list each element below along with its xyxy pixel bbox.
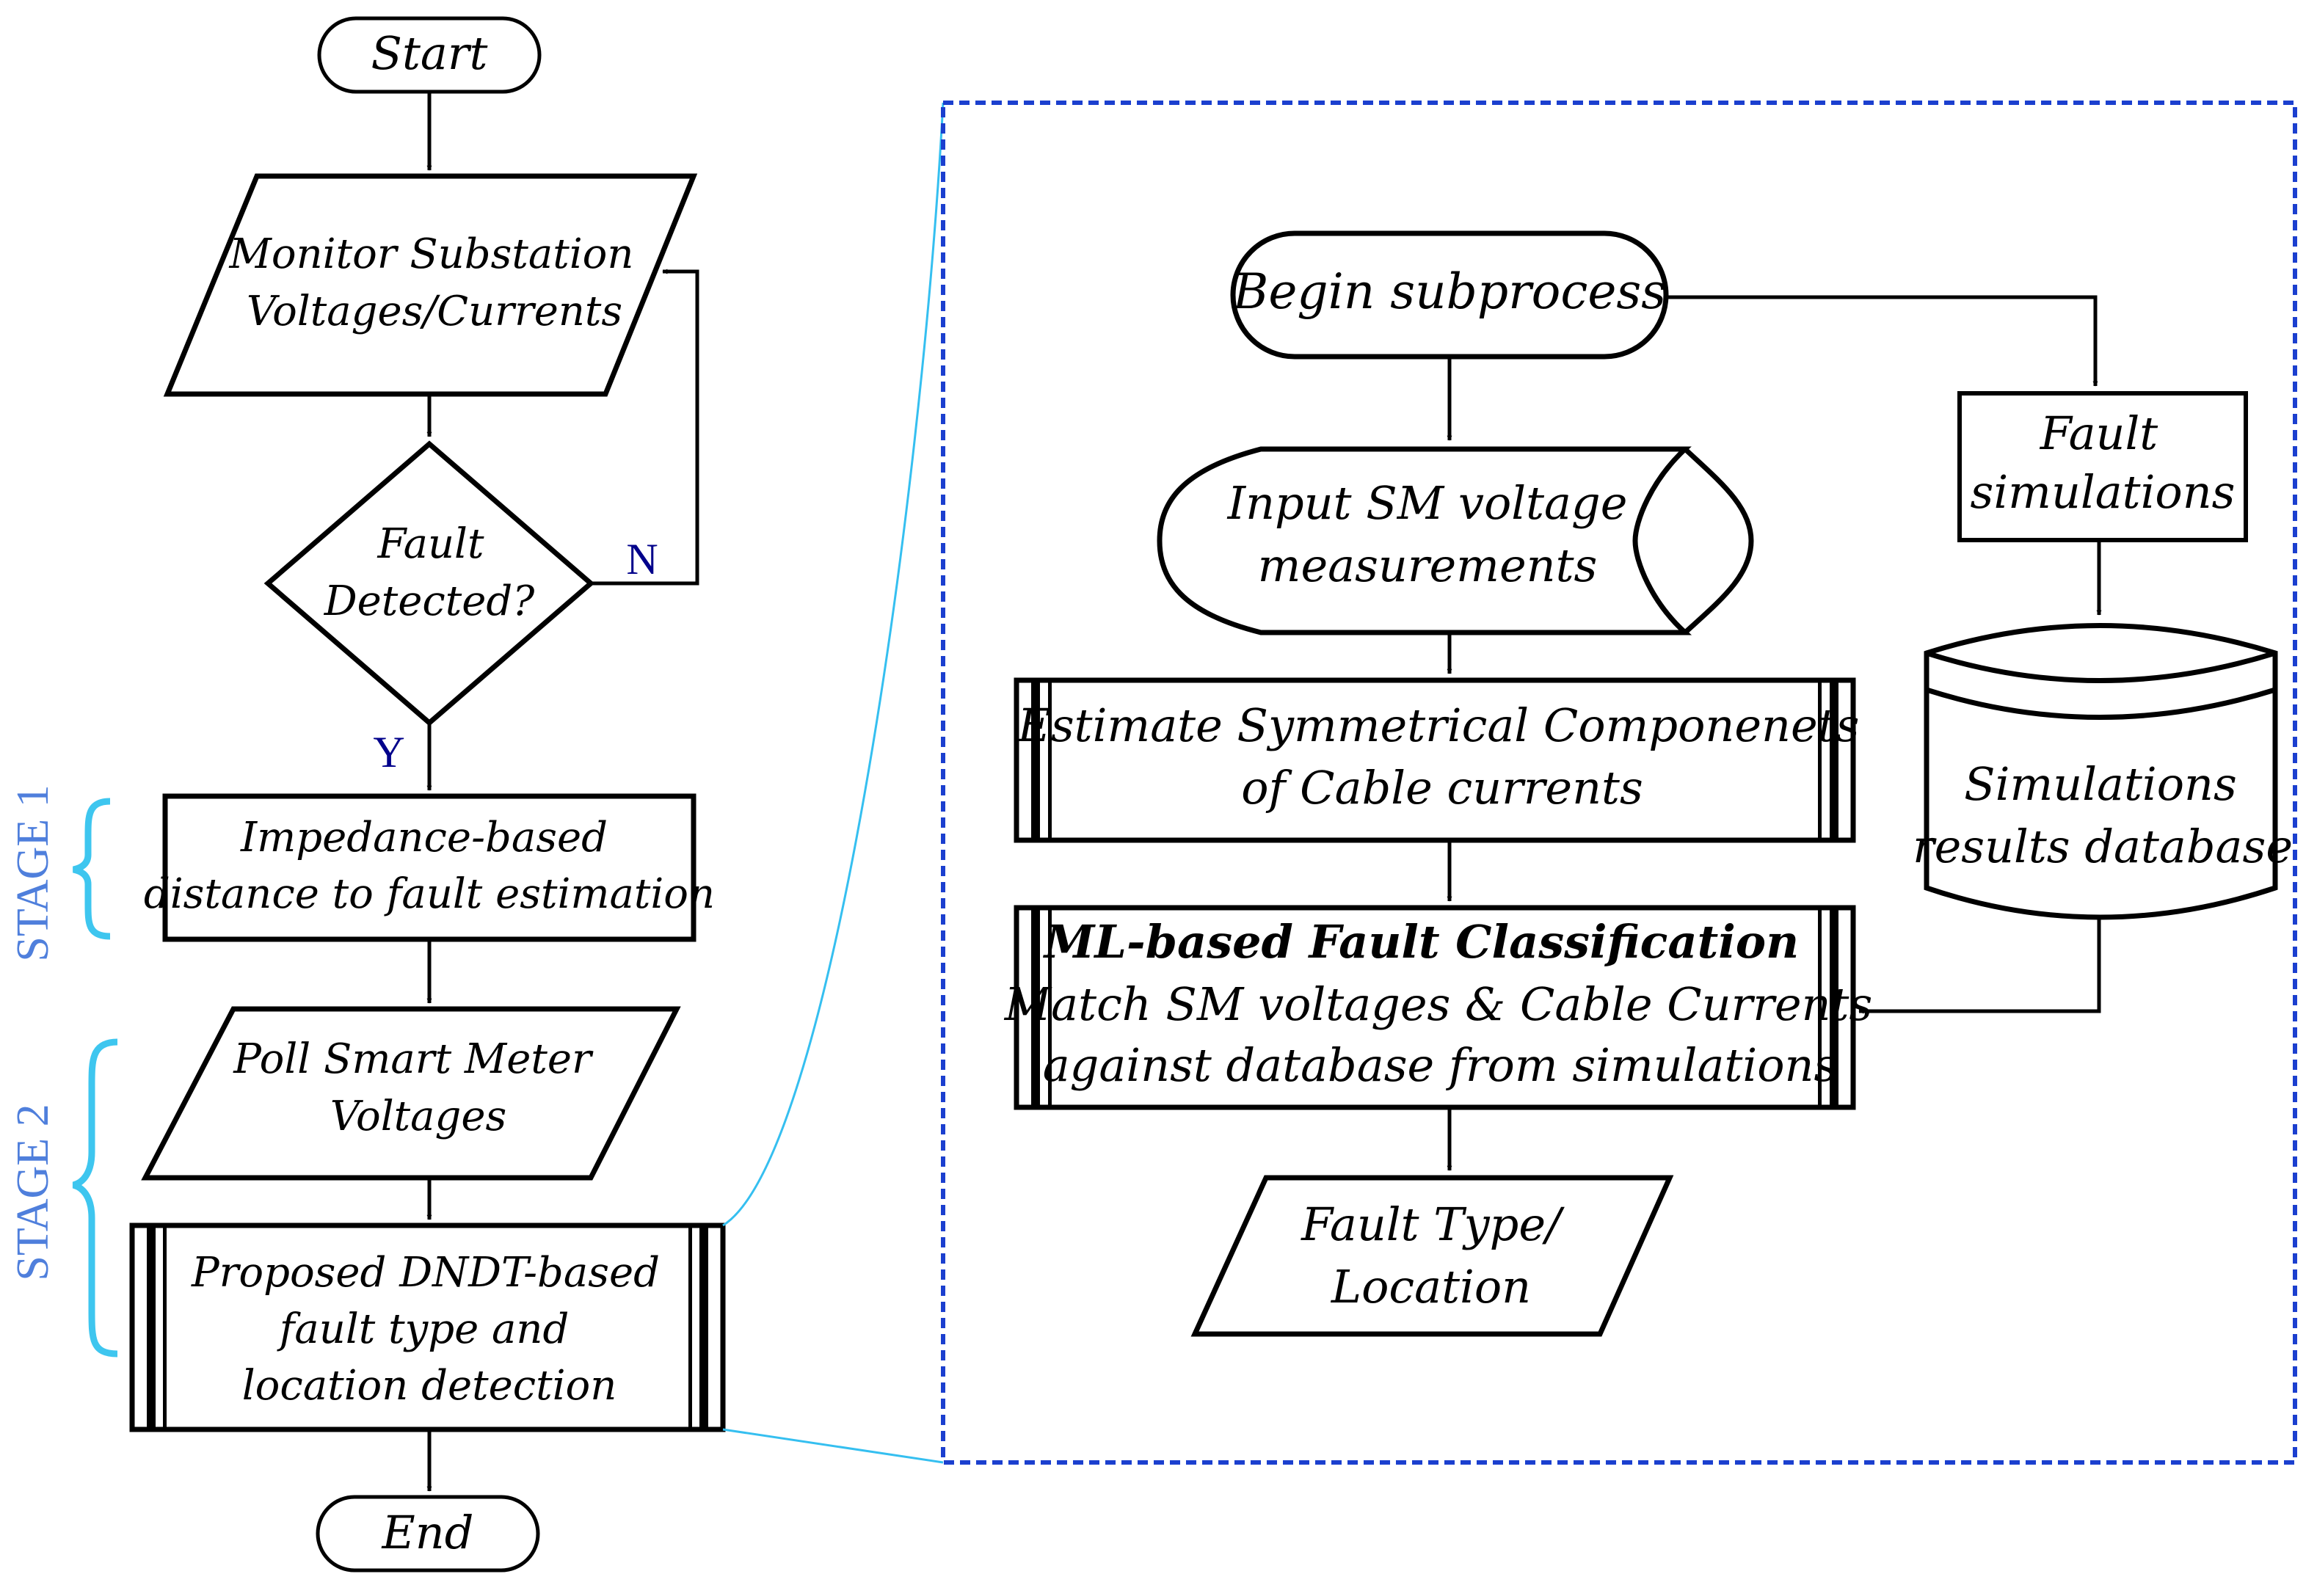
impedance-process-box: Impedance-based distance to fault estima… xyxy=(144,793,715,942)
stage1-brace xyxy=(72,798,111,940)
database-label-line2: results database xyxy=(1913,820,2293,873)
fault-sim-label-line1: Fault xyxy=(2040,407,2158,460)
dndt-label-line3: location detection xyxy=(242,1362,617,1410)
poll-label-line1: Poll Smart Meter xyxy=(233,1035,594,1083)
dndt-predefined-process: Proposed DNDT-based fault type and locat… xyxy=(129,1222,726,1432)
no-branch-label: N xyxy=(626,535,658,583)
begin-subprocess-label: Begin subprocess xyxy=(1232,263,1666,320)
fault-detected-decision: Fault Detected? xyxy=(263,440,595,726)
callout-line-top xyxy=(722,102,945,1227)
stage1-label: STAGE 1 xyxy=(8,784,58,961)
monitor-label-line1: Monitor Substation xyxy=(229,230,634,278)
end-label: End xyxy=(382,1506,474,1559)
callout-line-bottom xyxy=(722,1428,944,1464)
yes-branch-label: Y xyxy=(373,728,404,776)
decision-label-line2: Detected? xyxy=(324,577,536,625)
poll-input-parallelogram: Poll Smart Meter Voltages xyxy=(141,1006,681,1181)
input-sm-stored-data: Input SM voltage measurements xyxy=(1157,446,1754,635)
dndt-label-line1: Proposed DNDT-based xyxy=(191,1249,660,1297)
output-label-line1: Fault Type/ xyxy=(1301,1198,1565,1251)
arrow-no-loop xyxy=(591,269,699,586)
output-label-line2: Location xyxy=(1331,1260,1531,1313)
simulations-database-cylinder: Simulations results database xyxy=(1913,623,2293,920)
estimate-label-line1: Estimate Symmetrical Componenets xyxy=(1017,699,1860,752)
end-terminator: End xyxy=(316,1495,540,1573)
fault-type-location-output: Fault Type/ Location xyxy=(1190,1175,1674,1337)
arrow-begin-to-fault-sim xyxy=(1666,295,2098,387)
stage2-label: STAGE 2 xyxy=(8,1104,58,1280)
database-label-line1: Simulations xyxy=(1964,757,2237,811)
fault-sim-label-line2: simulations xyxy=(1971,465,2236,519)
ml-title-label: ML-based Fault Classification xyxy=(1043,915,1799,969)
fault-simulations-box: Fault simulations xyxy=(1957,391,2248,542)
monitor-input-parallelogram: Monitor Substation Voltages/Currents xyxy=(163,173,698,397)
decision-label-line1: Fault xyxy=(377,520,484,568)
input-sm-label-line2: measurements xyxy=(1258,539,1598,592)
ml-body-line2: against database from simulations xyxy=(1043,1038,1838,1092)
poll-label-line2: Voltages xyxy=(330,1093,507,1140)
impedance-label-line2: distance to fault estimation xyxy=(144,870,715,918)
input-sm-label-line1: Input SM voltage xyxy=(1227,476,1628,530)
start-terminator: Start xyxy=(317,16,542,94)
start-label: Start xyxy=(371,26,488,80)
begin-subprocess-terminator: Begin subprocess xyxy=(1230,230,1669,360)
estimate-label-line2: of Cable currents xyxy=(1241,761,1643,815)
impedance-label-line1: Impedance-based xyxy=(240,814,608,861)
ml-body-line1: Match SM voltages & Cable Currents xyxy=(1004,977,1873,1031)
arrow-database-to-ml xyxy=(1858,917,2101,1014)
monitor-label-line2: Voltages/Currents xyxy=(247,288,622,335)
dndt-label-line2: fault type and xyxy=(277,1305,570,1353)
estimate-predefined-process: Estimate Symmetrical Componenets of Cabl… xyxy=(1014,677,1860,843)
ml-classification-predefined-process: ML-based Fault Classification Match SM v… xyxy=(1004,905,1873,1110)
stage2-brace xyxy=(72,1038,118,1358)
